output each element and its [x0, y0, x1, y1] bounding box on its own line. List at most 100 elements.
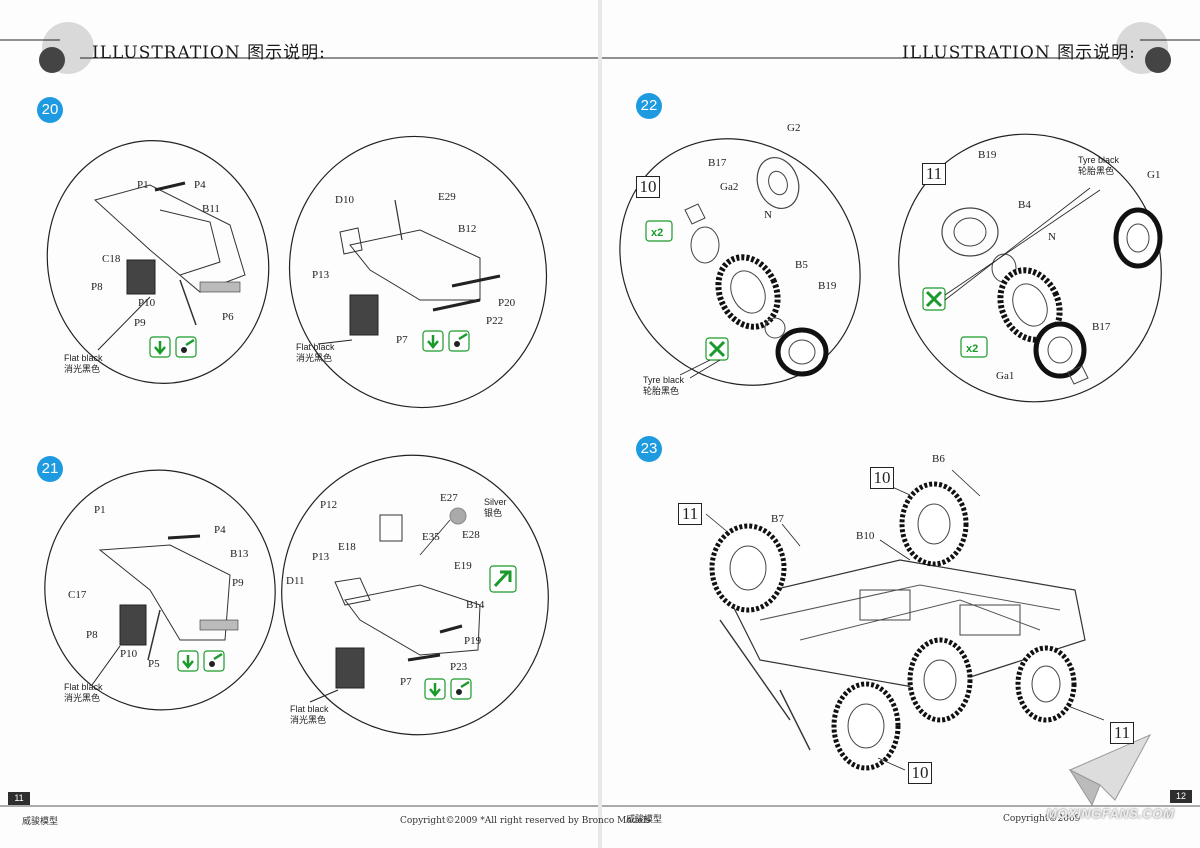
step-number-23: 23: [636, 436, 662, 462]
silver-paint-icon: [489, 565, 517, 593]
svg-text:P10: P10: [120, 648, 138, 660]
svg-text:G1: G1: [1147, 169, 1160, 181]
svg-text:消光黑色: 消光黑色: [296, 352, 332, 363]
brand-right: 威骏模型: [626, 815, 663, 825]
svg-text:Silver: Silver: [484, 497, 507, 507]
svg-text:C18: C18: [102, 253, 121, 265]
svg-text:P4: P4: [214, 524, 226, 536]
step20-left-diagram: [46, 140, 270, 384]
page-number-right: 12: [1170, 790, 1192, 803]
paint-drop-icon: [175, 336, 197, 358]
svg-text:轮胎黑色: 轮胎黑色: [1078, 165, 1114, 176]
svg-text:G2: G2: [787, 122, 800, 134]
paint-drop-icon: [448, 330, 470, 352]
svg-text:P13: P13: [312, 269, 330, 281]
ref-box-step22-right: 11: [922, 163, 946, 185]
ref-box-step23-c: 11: [1110, 722, 1134, 744]
page-title-right: ILLUSTRATION 图示说明:: [902, 43, 1136, 63]
svg-text:P7: P7: [396, 334, 408, 346]
paint-drop-icon: [450, 678, 472, 700]
step-number-21: 21: [37, 456, 63, 482]
svg-text:B17: B17: [1092, 321, 1111, 333]
step21-labels: P1 P4 B13 P9 C17 P8 P10 P5 P12 E27 E18 E…: [64, 492, 507, 725]
copyright-right: Copyright©2009: [1003, 814, 1081, 824]
svg-text:D11: D11: [286, 575, 305, 587]
glue-icon: [424, 678, 446, 700]
svg-text:银色: 银色: [484, 507, 502, 518]
svg-text:消光黑色: 消光黑色: [64, 363, 100, 374]
svg-text:P23: P23: [450, 661, 468, 673]
svg-text:P10: P10: [138, 297, 156, 309]
svg-text:B11: B11: [202, 203, 220, 215]
step21-right-diagram: [281, 454, 549, 736]
svg-text:E19: E19: [454, 560, 472, 572]
svg-text:Ga2: Ga2: [720, 181, 738, 193]
step21-left-diagram: [44, 469, 276, 711]
step-number-22: 22: [636, 93, 662, 119]
svg-text:E28: E28: [462, 529, 480, 541]
svg-text:P19: P19: [464, 635, 482, 647]
svg-text:B5: B5: [795, 259, 808, 271]
svg-text:Flat black: Flat black: [296, 342, 335, 352]
svg-text:B19: B19: [978, 149, 997, 161]
glue-icon: [149, 336, 171, 358]
ref-box-step23-b: 11: [678, 503, 702, 525]
svg-text:Flat black: Flat black: [290, 704, 329, 714]
step22-left-diagram: [619, 138, 861, 386]
svg-text:N: N: [1048, 231, 1056, 243]
step23-labels: B6 B7 B10: [771, 453, 945, 542]
step20-right-diagram: [288, 135, 548, 409]
svg-text:消光黑色: 消光黑色: [64, 692, 100, 703]
ref-box-step22-left: 10: [636, 176, 660, 198]
step22-labels: G2 B17 Ga2 N B5 B19 Tyre black 轮胎黑色 B19 …: [643, 122, 1160, 396]
svg-text:B6: B6: [932, 453, 945, 465]
brand-left: 威骏模型: [22, 817, 59, 827]
svg-text:P12: P12: [320, 499, 337, 511]
svg-text:D10: D10: [335, 194, 354, 206]
svg-text:B13: B13: [230, 548, 249, 560]
svg-text:B4: B4: [1018, 199, 1031, 211]
ref-box-step23-a: 10: [870, 467, 894, 489]
svg-text:B10: B10: [856, 530, 875, 542]
svg-text:E35: E35: [422, 531, 440, 543]
svg-text:P7: P7: [400, 676, 412, 688]
svg-text:Ga1: Ga1: [996, 370, 1014, 382]
svg-text:P6: P6: [222, 311, 234, 323]
svg-text:P13: P13: [312, 551, 330, 563]
page-gutter: [598, 0, 602, 848]
step22-left-paint-icon: [679, 337, 729, 379]
svg-text:消光黑色: 消光黑色: [290, 714, 326, 725]
svg-text:P9: P9: [232, 577, 244, 589]
step20-labels: P1 P4 B11 C18 P8 P10 P9 P6 D10 E29 B12 P…: [64, 179, 516, 374]
svg-text:E18: E18: [338, 541, 356, 553]
glue-icon: [177, 650, 199, 672]
step23-vehicle-diagram: [705, 469, 1105, 771]
watermark-plane-icon: [1068, 733, 1152, 807]
svg-text:P8: P8: [91, 281, 103, 293]
paint-drop-icon: [203, 650, 225, 672]
page-number-left: 11: [8, 792, 30, 805]
svg-text:P1: P1: [137, 179, 149, 191]
left-page: [0, 0, 598, 848]
svg-text:x2: x2: [966, 343, 978, 355]
svg-text:B19: B19: [818, 280, 837, 292]
svg-text:E27: E27: [440, 492, 458, 504]
svg-text:P22: P22: [486, 315, 503, 327]
step22-right-diagram: [898, 133, 1163, 403]
step22-multiplier-right: x2: [960, 336, 988, 358]
copyright-left: Copyright©2009 *All right reserved by Br…: [400, 816, 651, 826]
svg-text:P8: P8: [86, 629, 98, 641]
step-number-20: 20: [37, 97, 63, 123]
svg-text:P1: P1: [94, 504, 106, 516]
svg-text:C17: C17: [68, 589, 87, 601]
svg-text:Tyre black: Tyre black: [643, 375, 685, 385]
ref-box-step23-d: 10: [908, 762, 932, 784]
svg-text:B12: B12: [458, 223, 476, 235]
svg-text:Tyre black: Tyre black: [1078, 155, 1120, 165]
svg-text:Flat black: Flat black: [64, 682, 103, 692]
svg-text:轮胎黑色: 轮胎黑色: [643, 385, 679, 396]
svg-text:E29: E29: [438, 191, 456, 203]
